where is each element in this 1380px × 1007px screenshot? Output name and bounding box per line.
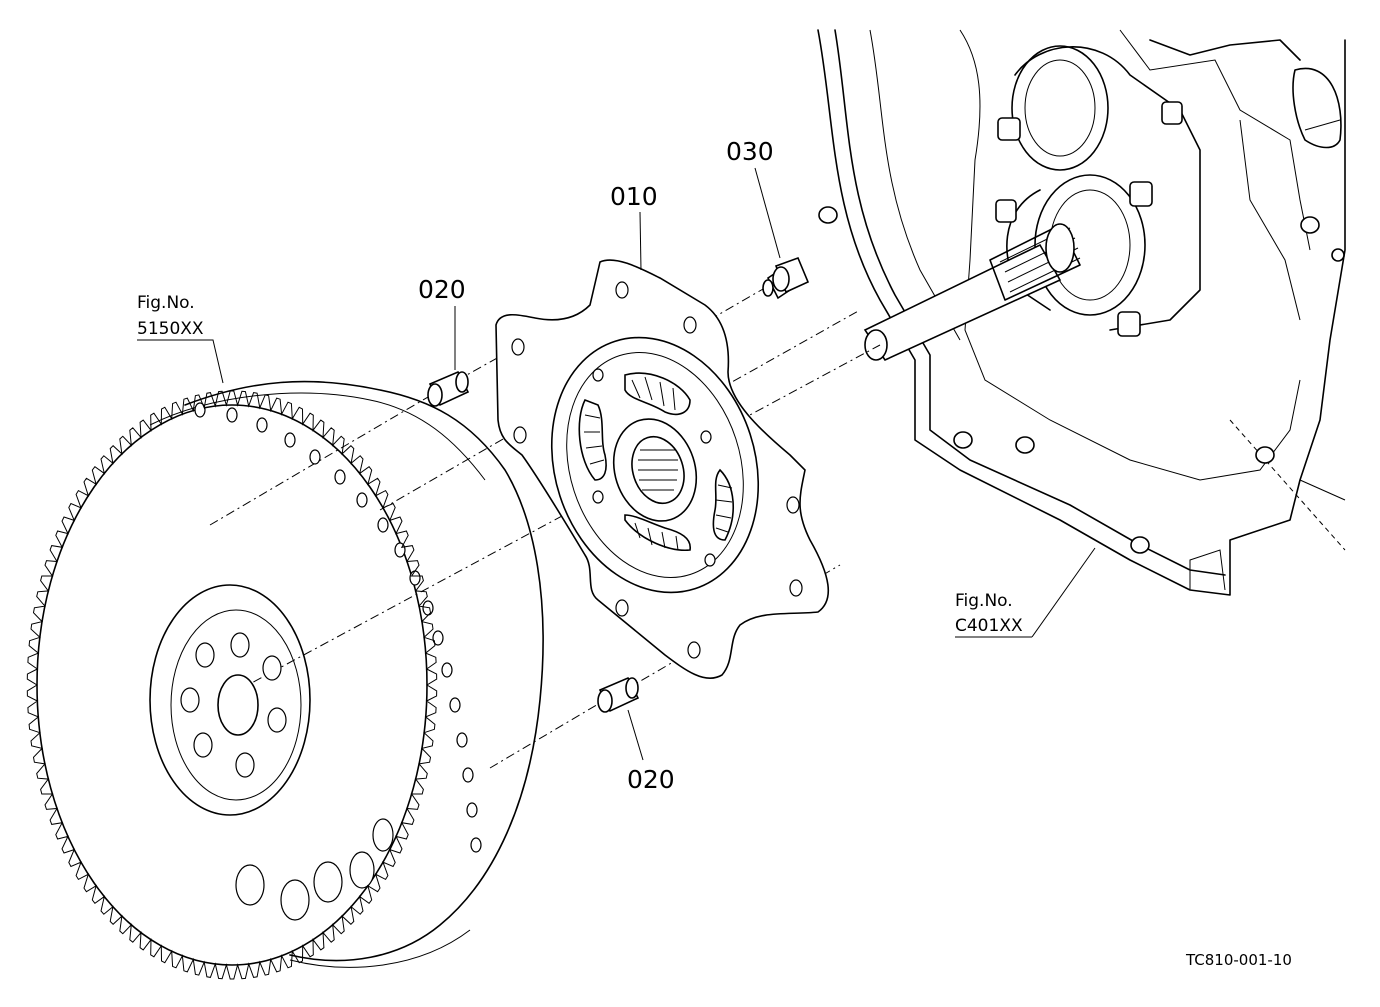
flywheel-fig-label: Fig.No. xyxy=(137,293,195,313)
rim-hole xyxy=(284,432,296,448)
rim-hole xyxy=(377,517,389,533)
rim-hole xyxy=(466,802,478,818)
callout-020-top: 020 xyxy=(418,275,466,304)
rim-hole xyxy=(226,407,238,423)
flywheel-lightening-holes xyxy=(235,818,394,921)
callout-010: 010 xyxy=(610,182,658,211)
rim-hole xyxy=(441,662,453,678)
flywheel-housing xyxy=(817,29,1346,596)
callout-020-bottom: 020 xyxy=(627,765,675,794)
rim-hole xyxy=(462,767,474,783)
rim-hole xyxy=(449,697,461,713)
rim-hole xyxy=(309,449,321,465)
flywheel-rim-holes xyxy=(194,402,482,853)
rim-hole xyxy=(456,732,468,748)
rim-hole xyxy=(432,630,444,646)
flywheel-fig-number: 5150XX xyxy=(137,319,204,339)
dowel-pin-bottom xyxy=(597,676,640,713)
disc-mount-holes xyxy=(511,281,803,659)
damper-springs xyxy=(578,372,735,551)
housing-fig-number: C401XX xyxy=(955,616,1023,636)
rim-hole xyxy=(470,837,482,853)
rim-hole xyxy=(334,469,346,485)
ring-gear xyxy=(26,390,438,980)
rim-hole xyxy=(194,402,206,418)
damper-disc xyxy=(495,259,830,680)
housing-stud xyxy=(995,101,1183,337)
callout-030: 030 xyxy=(726,137,774,166)
flywheel xyxy=(36,380,544,968)
ring-gear-teeth xyxy=(26,390,438,980)
rim-hole xyxy=(409,570,421,586)
leader-lines xyxy=(137,167,1096,761)
rim-hole xyxy=(256,417,268,433)
input-shaft xyxy=(863,223,1081,362)
bolt xyxy=(762,256,810,300)
housing-fig-label: Fig.No. xyxy=(955,591,1013,611)
dowel-pin-top xyxy=(427,370,470,407)
rim-hole xyxy=(356,492,368,508)
drawing-code: TC810-001-10 xyxy=(1185,951,1292,969)
flywheel-bolt-holes xyxy=(180,632,287,778)
hub-spline xyxy=(638,449,678,491)
